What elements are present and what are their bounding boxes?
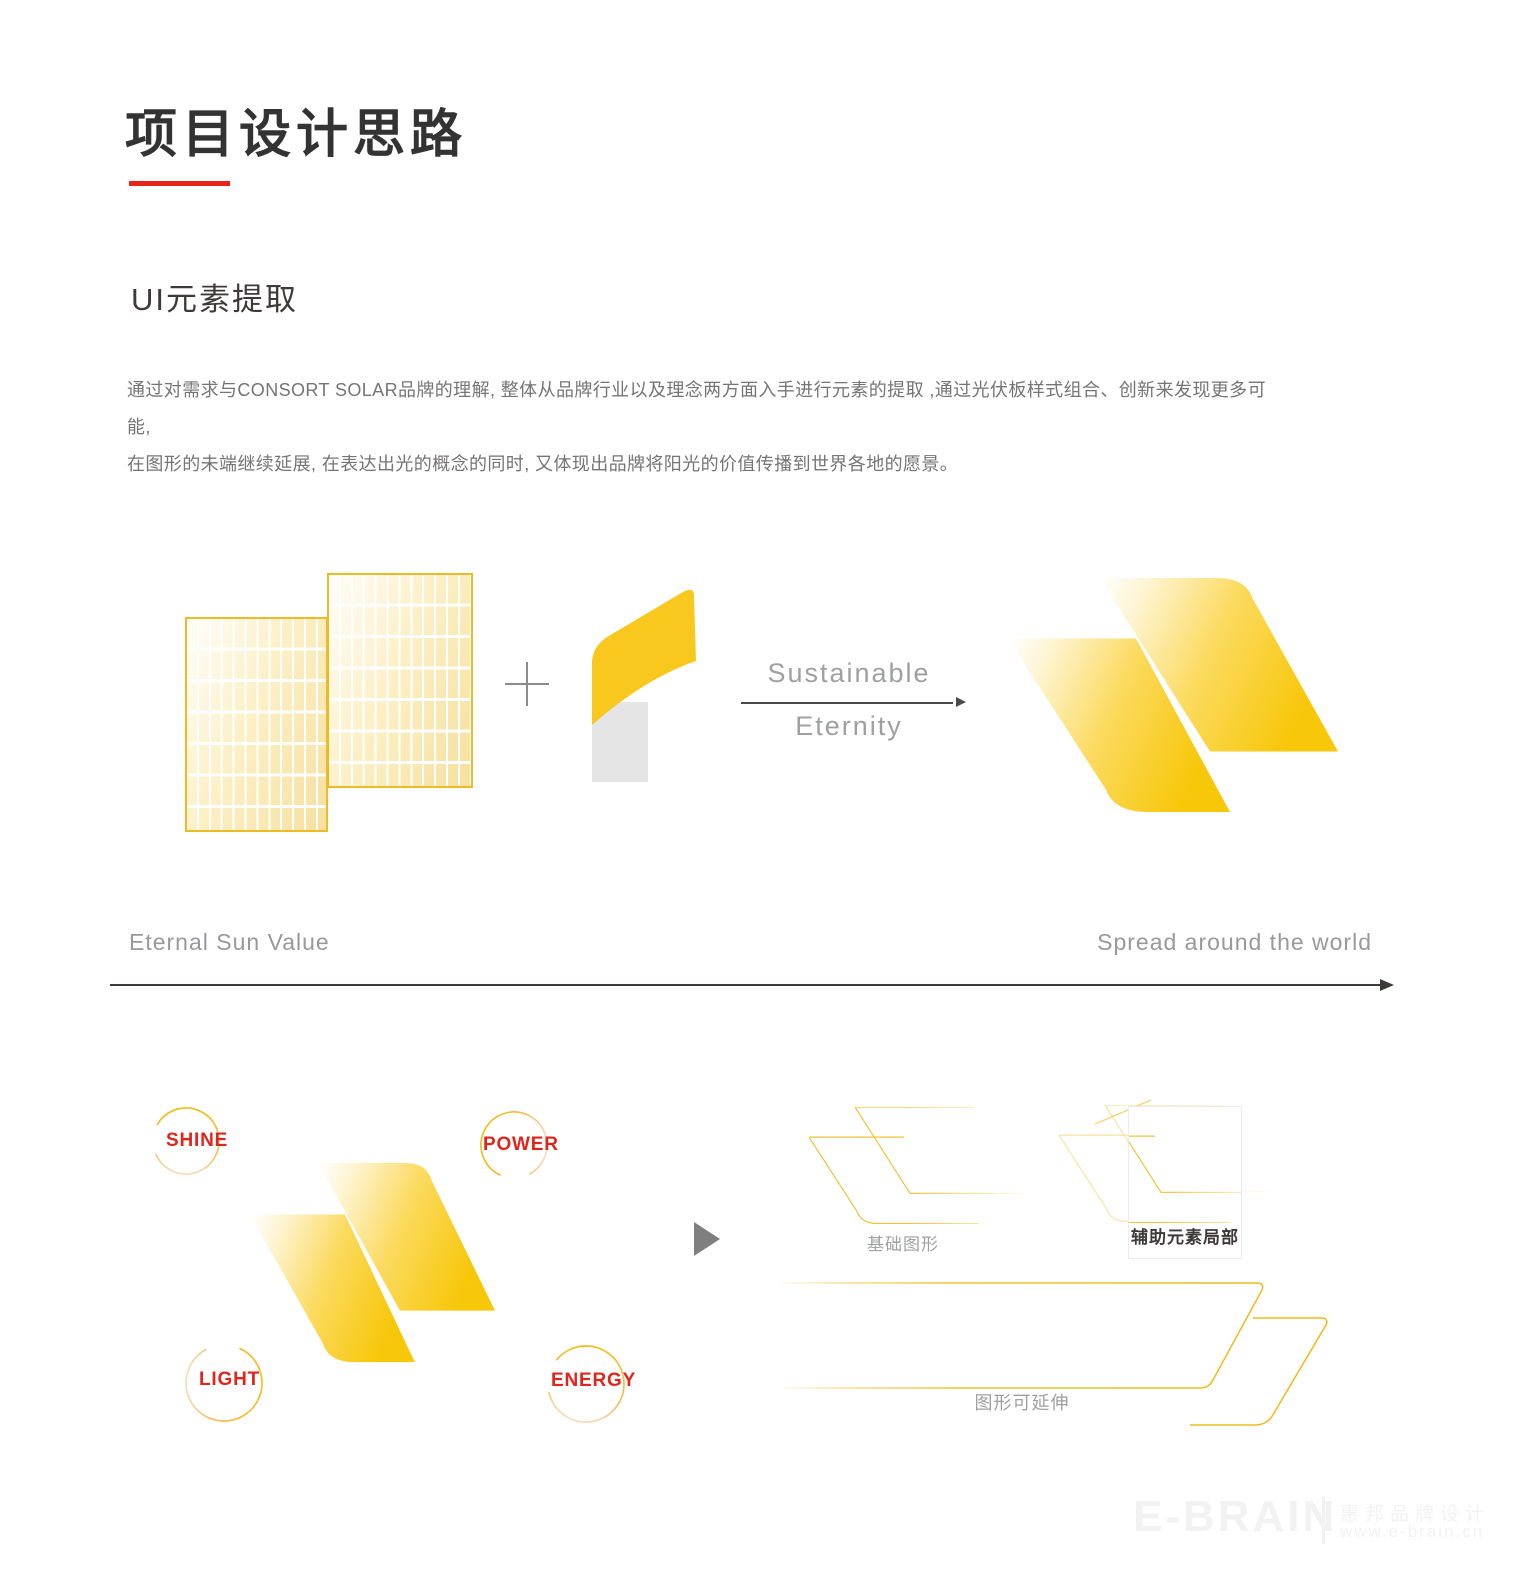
section-subtitle: UI元素提取 bbox=[131, 282, 298, 317]
keyword-light: LIGHT bbox=[199, 1369, 260, 1390]
brand-logo-large bbox=[1008, 578, 1338, 812]
arrow-label-top: Sustainable bbox=[767, 658, 931, 688]
logo-lower-blade bbox=[1008, 638, 1230, 812]
extendable-graphic bbox=[780, 1282, 1328, 1426]
auxiliary-element-label: 辅助元素局部 bbox=[1131, 1228, 1239, 1247]
intro-paragraph: 通过对需求与CONSORT SOLAR品牌的理解, 整体从品牌行业以及理念两方面… bbox=[127, 372, 1277, 483]
extend-wide-shape bbox=[780, 1282, 1264, 1389]
plus-icon bbox=[505, 662, 549, 706]
outline-lower-left-edge bbox=[809, 1136, 879, 1224]
arrow-line bbox=[741, 702, 953, 704]
axis-right-label: Spread around the world bbox=[1097, 929, 1372, 955]
ribbon-yellow-swoosh bbox=[592, 589, 696, 725]
outline-upper-left-edge bbox=[854, 1107, 911, 1194]
keyword-energy: ENERGY bbox=[551, 1370, 637, 1391]
arrow-label-bottom: Eternity bbox=[795, 711, 903, 741]
curved-ribbon-graphic bbox=[592, 589, 696, 782]
keyword-ring-energy bbox=[547, 1345, 625, 1423]
keyword-ring-light bbox=[185, 1344, 263, 1422]
keyword-ring-power bbox=[480, 1111, 548, 1179]
keyword-shine: SHINE bbox=[166, 1130, 229, 1151]
outline-logo-basic bbox=[809, 1107, 1029, 1224]
logo-upper-blade bbox=[1100, 578, 1338, 752]
logo-lower-blade bbox=[250, 1214, 415, 1363]
page-title: 项目设计思路 bbox=[125, 106, 468, 164]
watermark-company: 惠邦品牌设计 bbox=[1340, 1504, 1491, 1525]
auxiliary-crop-box: 辅助元素局部 bbox=[1128, 1106, 1242, 1259]
outline-logo-aux-cropped bbox=[1129, 1135, 1241, 1223]
axis-arrow-line bbox=[110, 984, 1382, 986]
brand-logo-small bbox=[250, 1163, 495, 1363]
mirrored-accent-line bbox=[1094, 1099, 1152, 1125]
title-underline bbox=[129, 181, 230, 186]
watermark-brand: E-BRAIN bbox=[1133, 1492, 1338, 1541]
solar-panel-graphic-left bbox=[185, 617, 328, 832]
watermark-url: www.e-brain.cn bbox=[1340, 1522, 1485, 1541]
logo-upper-blade bbox=[318, 1163, 495, 1311]
axis-arrow-head-icon bbox=[1380, 979, 1394, 991]
intro-line-1: 通过对需求与CONSORT SOLAR品牌的理解, 整体从品牌行业以及理念两方面… bbox=[127, 380, 1266, 437]
triangle-pointer-icon bbox=[694, 1222, 720, 1256]
extendable-label: 图形可延伸 bbox=[974, 1393, 1070, 1413]
keyword-power: POWER bbox=[483, 1134, 559, 1155]
basic-graphic-label: 基础图形 bbox=[867, 1235, 939, 1254]
axis-left-label: Eternal Sun Value bbox=[129, 929, 330, 955]
watermark-divider bbox=[1322, 1496, 1325, 1544]
keyword-ring-shine bbox=[152, 1107, 220, 1175]
intro-line-2: 在图形的未端继续延展, 在表达出光的概念的同时, 又体现出品牌将阳光的价值传播到… bbox=[127, 454, 959, 474]
arrow-right-icon bbox=[956, 697, 966, 707]
transition-arrow-group: Sustainable Eternity bbox=[733, 658, 966, 758]
extend-small-shape bbox=[1190, 1317, 1328, 1426]
solar-panel-graphic-right bbox=[327, 573, 473, 788]
